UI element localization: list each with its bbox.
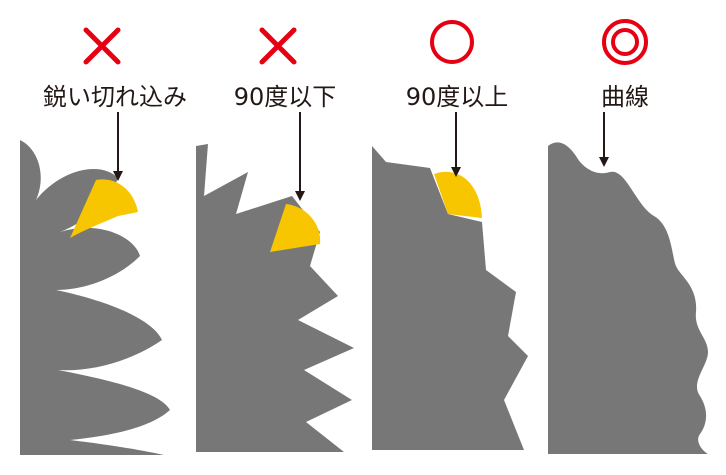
panel-under-90 <box>196 27 354 452</box>
highlight-wedge <box>434 171 482 218</box>
highlight-wedge <box>270 204 321 252</box>
spiky-shape <box>196 144 354 452</box>
panel-curve <box>548 19 708 454</box>
cross-icon <box>83 27 121 65</box>
panel-over-90 <box>372 20 528 450</box>
obtuse-shape <box>372 146 528 450</box>
wavy-shape <box>548 142 708 454</box>
panel-sharp-notch <box>20 27 170 455</box>
caption-sharp-notch: 鋭い切れ込み <box>43 83 187 111</box>
caption-over-90: 90度以上 <box>405 83 509 111</box>
double-circle-icon <box>602 19 648 65</box>
caption-curve: 曲線 <box>601 83 649 111</box>
caption-under-90: 90度以下 <box>233 83 337 111</box>
cross-icon <box>259 27 297 65</box>
circle-icon <box>430 20 474 64</box>
petal-shape <box>20 140 170 455</box>
highlight-wedge <box>70 179 138 238</box>
